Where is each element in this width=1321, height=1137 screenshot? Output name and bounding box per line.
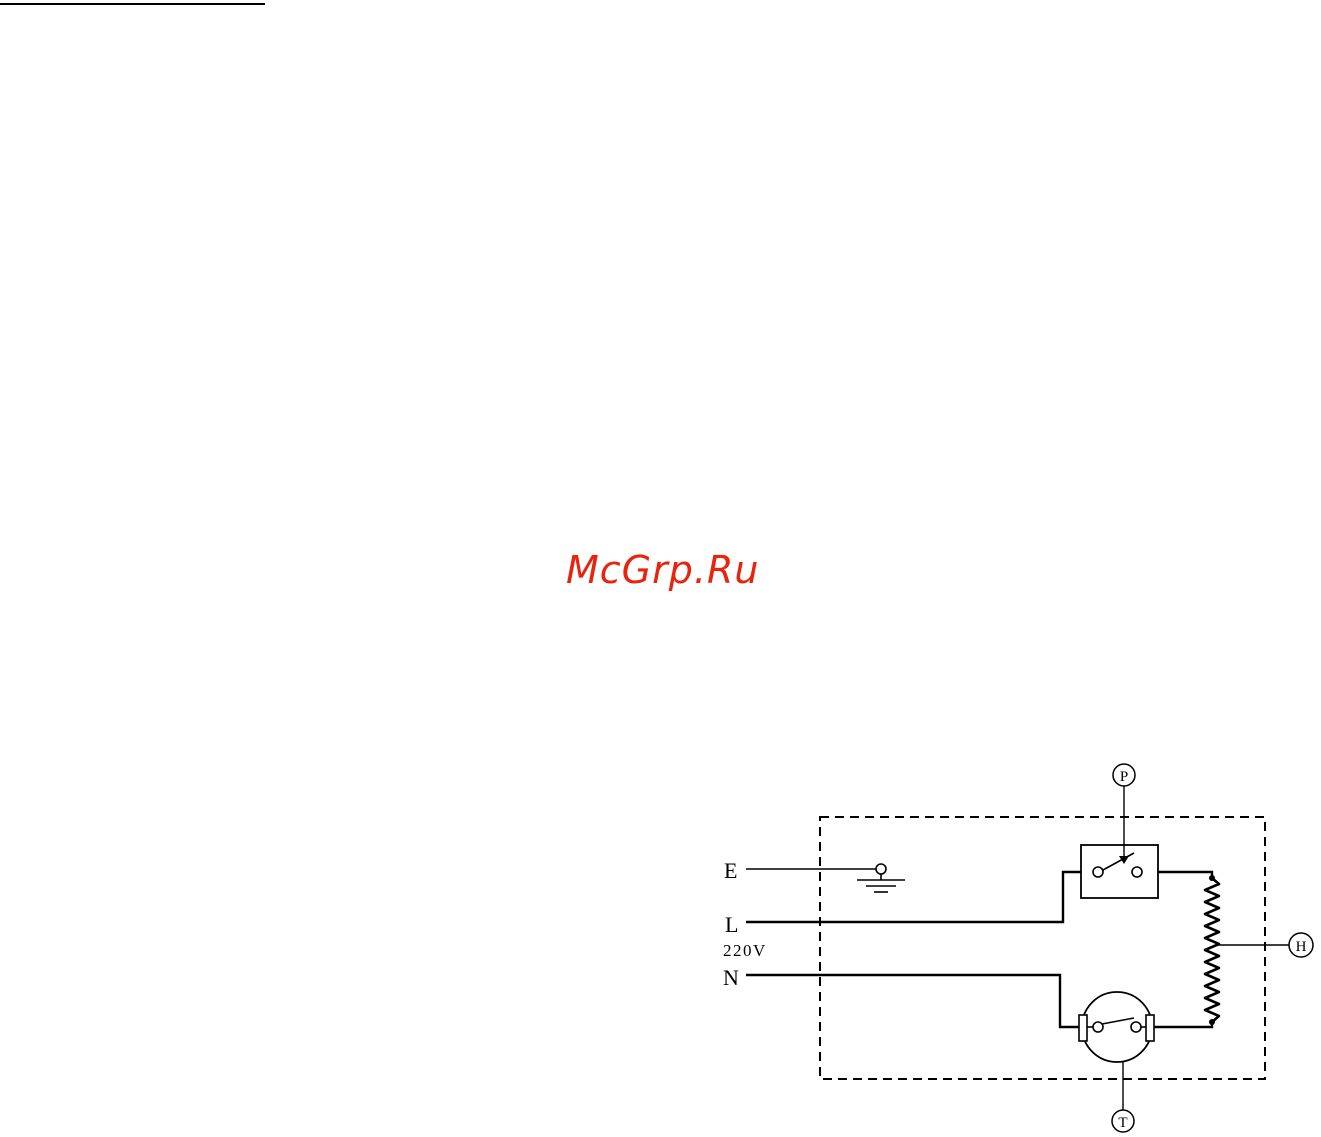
neutral-wire xyxy=(746,975,1080,1027)
neutral-terminal-label: N xyxy=(723,965,739,990)
thermostat-label: T xyxy=(1118,1115,1127,1131)
heater-label: H xyxy=(1296,939,1307,955)
thermostat-terminal-left xyxy=(1079,1015,1087,1041)
enclosure-boundary xyxy=(820,817,1265,1079)
heater-element xyxy=(1205,878,1219,1022)
pressure-switch-contact-right xyxy=(1132,867,1142,877)
thermostat-terminal-right xyxy=(1146,1015,1154,1041)
heater-to-thermostat-wire xyxy=(1154,1022,1212,1027)
voltage-label: 220V xyxy=(723,941,767,960)
line-terminal-label: L xyxy=(725,912,738,937)
pressure-switch-contact-left xyxy=(1093,867,1103,877)
earth-terminal-label: E xyxy=(724,858,737,883)
switch-to-heater-wire xyxy=(1158,872,1212,878)
line-wire xyxy=(746,872,1087,922)
thermostat-contact-right xyxy=(1131,1022,1141,1032)
earth-terminal xyxy=(876,864,886,874)
pressure-switch-label: P xyxy=(1120,769,1128,785)
heater-top-node xyxy=(1209,875,1215,881)
ground-icon xyxy=(857,874,905,892)
thermostat-contact-left xyxy=(1093,1022,1103,1032)
